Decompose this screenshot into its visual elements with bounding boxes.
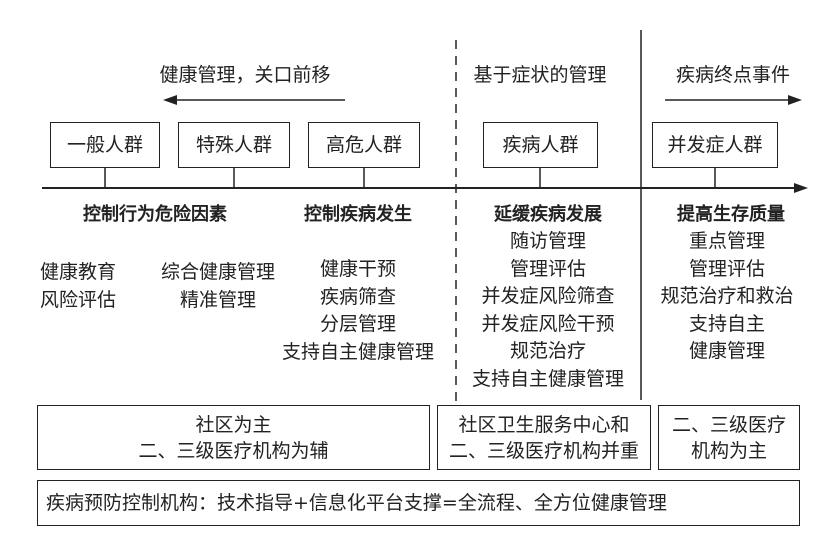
measure-item: 健康管理	[688, 340, 766, 362]
population-box-special: 特殊人群	[178, 122, 290, 168]
population-box-high-risk: 高危人群	[308, 122, 420, 168]
measure-item: 管理评估	[688, 257, 766, 280]
goal-control-disease: 控制疾病发生	[304, 204, 412, 225]
box-connectors	[104, 168, 716, 188]
goal-delay-progression: 延缓疾病发展	[494, 204, 602, 225]
measures-col1: 健康教育 风险评估	[40, 259, 116, 314]
timeline-axis	[42, 183, 808, 193]
goal-control-risk-factors: 控制行为危险因素	[83, 204, 227, 225]
institution-line: 机构为主	[690, 439, 767, 462]
population-box-disease: 疾病人群	[483, 122, 598, 168]
institution-line: 二、三级医疗	[671, 413, 786, 436]
measure-item: 分层管理	[319, 313, 397, 335]
measure-item: 并发症风险干预	[481, 312, 615, 335]
measure-item: 管理评估	[509, 257, 587, 280]
institution-line: 社区卫生服务中心和	[458, 413, 630, 436]
left-arrow	[163, 95, 345, 105]
measure-item: 疾病筛查	[319, 285, 397, 308]
measure-item: 支持自主健康管理	[471, 367, 625, 390]
measures-col2: 综合健康管理 精准管理	[161, 259, 275, 314]
institution-box-hospital: 二、三级医疗 机构为主	[658, 405, 800, 470]
measures-col5: 重点管理 管理评估 规范治疗和救治 支持自主 健康管理	[660, 228, 793, 366]
institution-line: 二、三级医疗机构为辅	[138, 439, 329, 462]
goal-quality-of-life: 提高生存质量	[677, 204, 785, 225]
institution-box-community: 社区为主 二、三级医疗机构为辅	[37, 405, 430, 470]
institution-line: 二、三级医疗机构并重	[448, 439, 639, 462]
footer-box-cdc: 疾病预防控制机构：技术指导+信息化平台支撑=全流程、全方位健康管理	[37, 480, 800, 526]
footer-text: 疾病预防控制机构：技术指导+信息化平台支撑=全流程、全方位健康管理	[46, 492, 667, 514]
measures-col3: 健康干预 疾病筛查 分层管理 支持自主健康管理	[282, 256, 434, 366]
measure-item: 支持自主	[688, 312, 766, 335]
population-box-general: 一般人群	[50, 122, 160, 168]
measure-item: 支持自主健康管理	[281, 340, 435, 363]
population-box-complication: 并发症人群	[652, 122, 778, 168]
measures-col4: 随访管理 管理评估 并发症风险筛查 并发症风险干预 规范治疗 支持自主健康管理	[472, 228, 624, 393]
institution-box-shared: 社区卫生服务中心和 二、三级医疗机构并重	[437, 405, 651, 470]
measure-item: 重点管理	[688, 230, 766, 252]
measure-item: 风险评估	[40, 288, 117, 311]
right-arrow	[665, 95, 802, 105]
measure-item: 健康教育	[40, 261, 117, 283]
institution-line: 社区为主	[195, 413, 272, 436]
measure-item: 规范治疗	[509, 340, 587, 362]
phase-label-endpoint: 疾病终点事件	[675, 64, 791, 86]
phase-label-prevention: 健康管理，关口前移	[159, 64, 331, 86]
measure-item: 健康干预	[319, 258, 397, 280]
measure-item: 规范治疗和救治	[660, 285, 794, 307]
measure-item: 综合健康管理	[160, 261, 276, 283]
measure-item: 精准管理	[179, 288, 257, 311]
measure-item: 并发症风险筛查	[481, 285, 615, 307]
phase-label-symptom: 基于症状的管理	[473, 64, 607, 86]
measure-item: 随访管理	[509, 230, 587, 252]
